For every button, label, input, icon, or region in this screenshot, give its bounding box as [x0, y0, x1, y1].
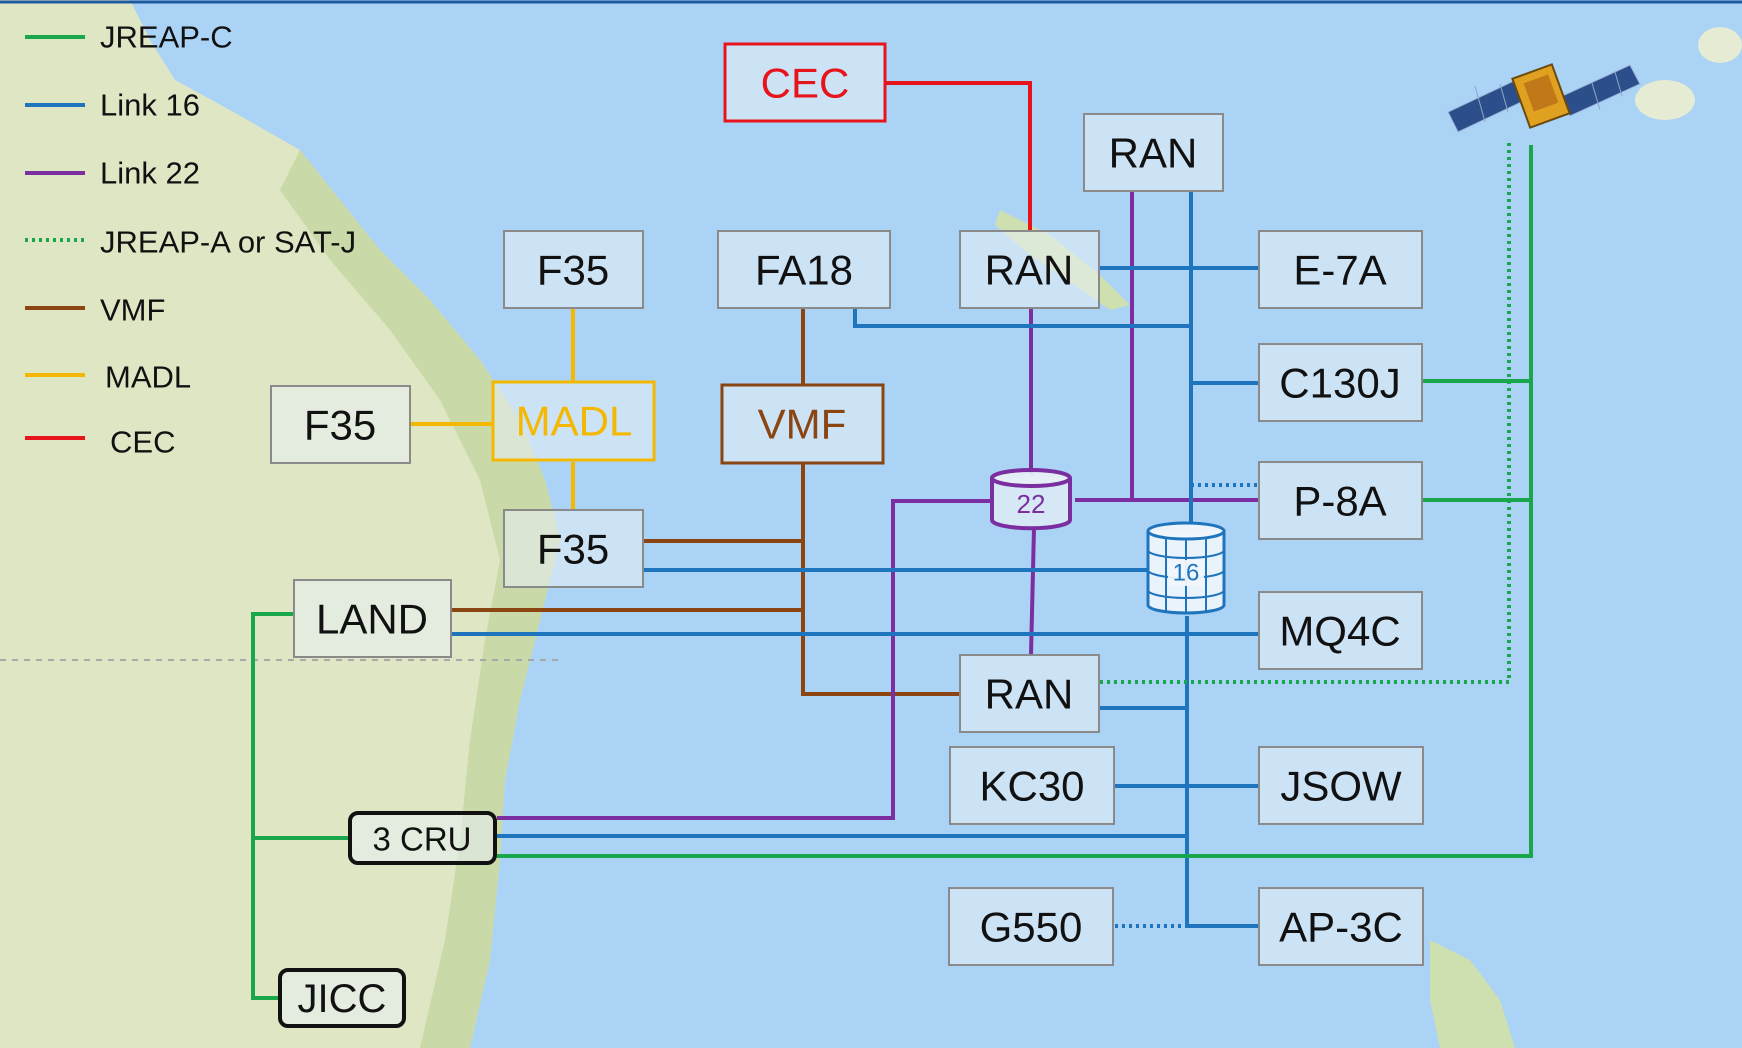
node-p8a[interactable]: P-8A [1258, 461, 1423, 540]
svg-text:F35: F35 [537, 247, 609, 294]
node-jicc[interactable]: JICC [278, 968, 406, 1028]
svg-text:VMF: VMF [758, 401, 847, 448]
legend-label-jreap-a: JREAP-A or SAT-J [100, 225, 356, 260]
svg-text:E-7A: E-7A [1293, 247, 1386, 294]
node-mq4c[interactable]: MQ4C [1258, 591, 1423, 670]
svg-text:FA18: FA18 [755, 247, 853, 294]
svg-text:RAN: RAN [1109, 130, 1198, 177]
svg-text:CEC: CEC [761, 60, 850, 107]
svg-text:JSOW: JSOW [1280, 763, 1402, 810]
database-icon [990, 468, 1072, 531]
satellite-icon [1447, 63, 1641, 133]
land-island [1698, 27, 1742, 63]
svg-text:RAN: RAN [985, 671, 1074, 718]
svg-text:LAND: LAND [316, 596, 428, 643]
svg-text:RAN: RAN [985, 247, 1074, 294]
legend-label-vmf: VMF [100, 293, 165, 328]
node-ran-top[interactable]: RAN [1083, 113, 1224, 192]
svg-text:JICC: JICC [298, 977, 387, 1021]
node-cec[interactable]: CEC [723, 42, 887, 123]
node-c130j[interactable]: C130J [1258, 343, 1423, 422]
node-f35-low[interactable]: F35 [503, 509, 644, 588]
node-f35-top[interactable]: F35 [503, 230, 644, 309]
svg-text:MADL: MADL [516, 398, 633, 445]
legend-label-link22: Link 22 [100, 156, 200, 191]
svg-text:G550: G550 [980, 904, 1083, 951]
nodes: CEC RAN F35 FA18 RAN E-7A C130J F35 [270, 42, 1424, 1028]
node-madl[interactable]: MADL [491, 380, 656, 462]
land-new-zealand [1430, 940, 1515, 1048]
node-ap3c[interactable]: AP-3C [1258, 887, 1424, 966]
svg-text:F35: F35 [537, 526, 609, 573]
link16-fa18 [853, 307, 1191, 328]
link22-hub[interactable]: 22 [990, 468, 1072, 531]
link16-hub[interactable]: 16 [1146, 521, 1226, 615]
legend-label-madl: MADL [105, 360, 191, 395]
svg-text:C130J: C130J [1279, 360, 1400, 407]
svg-text:P-8A: P-8A [1293, 478, 1386, 525]
node-g550[interactable]: G550 [948, 887, 1114, 966]
svg-text:KC30: KC30 [979, 763, 1084, 810]
node-vmf[interactable]: VMF [720, 383, 885, 465]
link16-hub-label-bg [1168, 560, 1204, 586]
node-e7a[interactable]: E-7A [1258, 230, 1423, 309]
svg-text:3 CRU: 3 CRU [372, 821, 471, 858]
legend-label-link16: Link 16 [100, 88, 200, 123]
node-jsow[interactable]: JSOW [1258, 746, 1424, 825]
legend: JREAP-C Link 16 Link 22 JREAP-A or SAT-J… [25, 20, 356, 460]
land-island [1635, 80, 1695, 120]
connections [251, 81, 1533, 1000]
node-land[interactable]: LAND [293, 579, 452, 658]
svg-text:AP-3C: AP-3C [1279, 904, 1403, 951]
node-ran-mid[interactable]: RAN [959, 230, 1100, 309]
link22-cru [497, 499, 992, 820]
node-kc30[interactable]: KC30 [949, 746, 1115, 825]
link16-hub-label: 16 [1173, 560, 1200, 587]
legend-label-jreap-c: JREAP-C [100, 20, 233, 55]
node-3-cru[interactable]: 3 CRU [348, 811, 497, 865]
land-mainland [0, 0, 560, 1048]
svg-text:MQ4C: MQ4C [1279, 608, 1400, 655]
node-fa18[interactable]: FA18 [717, 230, 891, 309]
jreap-c-land-trunk [251, 612, 294, 1000]
node-f35-left[interactable]: F35 [270, 385, 411, 464]
legend-label-cec: CEC [110, 425, 175, 460]
cec-link [885, 81, 1032, 230]
node-ran-low[interactable]: RAN [959, 654, 1100, 733]
jreap-a-link [1100, 140, 1511, 684]
svg-text:F35: F35 [304, 402, 376, 449]
link22-hub-label: 22 [1017, 489, 1046, 519]
